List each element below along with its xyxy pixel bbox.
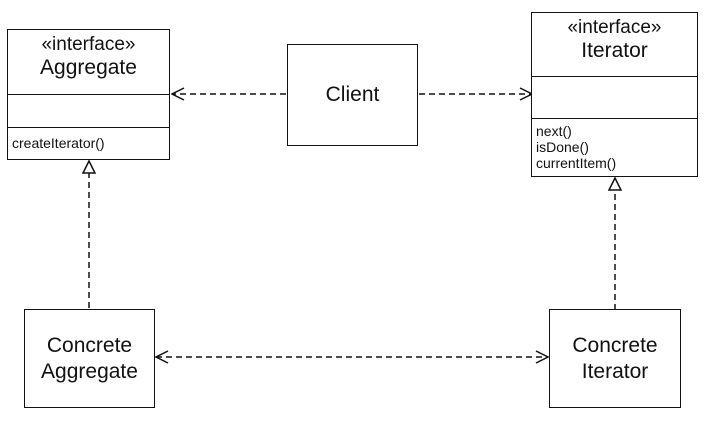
concrete-aggregate-label-line1: Concrete — [46, 333, 133, 357]
iterator-attributes — [532, 76, 697, 118]
aggregate-operations: createIterator() — [8, 127, 169, 151]
aggregate-name: Aggregate — [40, 56, 137, 79]
concrete-aggregate-box: Concrete Aggregate — [24, 309, 155, 408]
concrete-iterator-label-line1: Concrete — [572, 333, 658, 357]
aggregate-operation: createIterator() — [12, 135, 105, 151]
client-box: Client — [287, 44, 418, 146]
iterator-stereotype: «interface» — [567, 17, 662, 38]
aggregate-interface-box: «interface» Aggregate createIterator() — [7, 29, 170, 160]
iterator-operations: next() isDone() currentItem() — [532, 118, 697, 171]
iterator-operation: isDone() — [536, 139, 589, 155]
aggregate-stereotype: «interface» — [41, 34, 136, 55]
concrete-iterator-label-line2: Iterator — [581, 359, 649, 383]
concrete-iterator-box: Concrete Iterator — [549, 309, 681, 408]
iterator-operation: next() — [536, 123, 572, 139]
iterator-operation: currentItem() — [536, 155, 617, 171]
iterator-interface-box: «interface» Iterator next() isDone() cur… — [531, 12, 698, 177]
aggregate-attributes — [8, 94, 169, 127]
client-name: Client — [325, 83, 380, 106]
concrete-aggregate-label-line2: Aggregate — [41, 359, 138, 383]
iterator-name: Iterator — [581, 39, 648, 62]
